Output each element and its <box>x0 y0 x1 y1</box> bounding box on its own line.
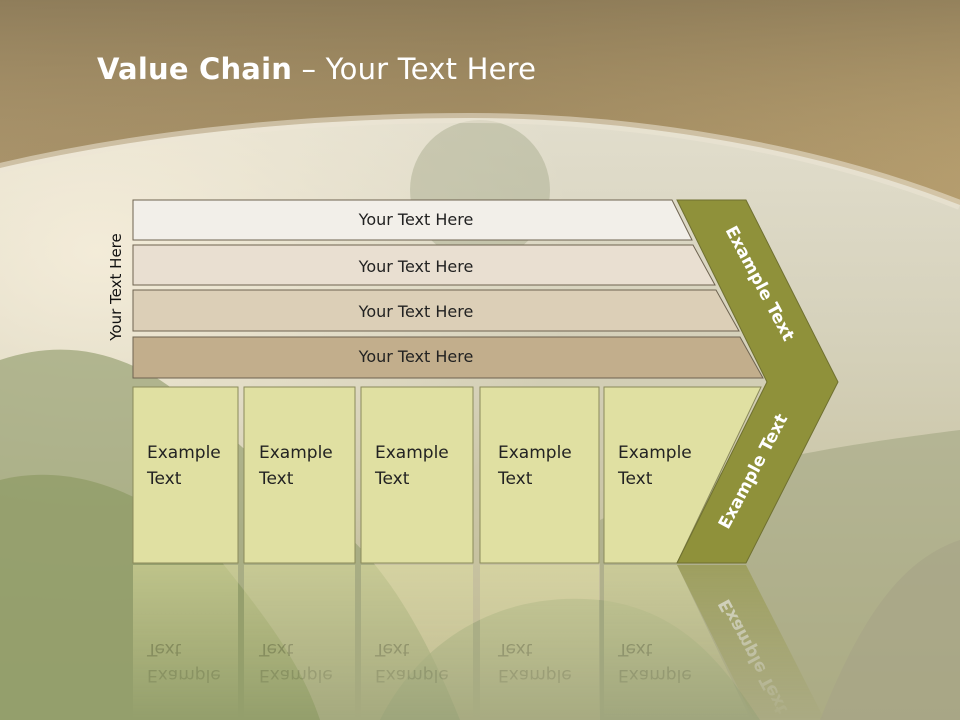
column-1-line2: Text <box>146 469 182 489</box>
row-1: Your Text Here <box>132 199 693 241</box>
reflection-box-1 <box>133 565 238 720</box>
column-5-line2: Text <box>617 469 653 489</box>
column-4-box <box>479 386 600 564</box>
row-4: Your Text Here <box>132 336 764 379</box>
row-2: Your Text Here <box>132 244 716 286</box>
column-3-box <box>360 386 474 564</box>
row-4-shape <box>132 336 764 379</box>
column-3-line2: Text <box>374 469 410 489</box>
reflection-col-5-line1: Example <box>618 665 692 685</box>
reflection-col-3-line1: Example <box>375 665 449 685</box>
column-2: Example Text <box>243 386 356 564</box>
reflection-box-3 <box>361 565 473 720</box>
row-3: Your Text Here <box>132 289 740 332</box>
column-2-box <box>243 386 356 564</box>
reflection-chevron <box>677 565 825 720</box>
title-bold: Value Chain <box>97 52 293 86</box>
reflection-col-1-line1: Example <box>147 665 221 685</box>
reflection-col-1-line2: Text <box>146 639 182 659</box>
chevron-shape <box>676 199 839 564</box>
column-1-box <box>132 386 239 564</box>
column-2-line1: Example <box>259 443 333 463</box>
row-2-label: Your Text Here <box>358 257 474 276</box>
column-4-line1: Example <box>498 443 572 463</box>
reflection-col-4-line1: Example <box>498 665 572 685</box>
column-3: Example Text <box>360 386 474 564</box>
row-3-label: Your Text Here <box>358 302 474 321</box>
slide-title: Value Chain – Your Text Here <box>97 52 536 86</box>
column-5: Example Text <box>603 386 762 564</box>
row-1-label: Your Text Here <box>358 210 474 229</box>
reflection-col-3-line2: Text <box>374 639 410 659</box>
row-3-shape <box>132 289 740 332</box>
reflection-box-5 <box>604 565 751 720</box>
column-4: Example Text <box>479 386 600 564</box>
primary-columns: Example Text Example Text Example Text E… <box>132 386 762 564</box>
column-4-line2: Text <box>497 469 533 489</box>
reflection-col-5-line2: Text <box>617 639 653 659</box>
column-5-line1: Example <box>618 443 692 463</box>
title-rest: – Your Text Here <box>292 52 537 86</box>
reflection-col-2-line1: Example <box>259 665 333 685</box>
reflection-box-4 <box>480 565 599 720</box>
column-1-line1: Example <box>147 443 221 463</box>
diagram-reflection: Example Text Example Text Example Text E… <box>133 565 825 720</box>
column-1: Example Text <box>132 386 239 564</box>
row-4-label: Your Text Here <box>358 347 474 366</box>
row-2-shape <box>132 244 716 286</box>
column-3-line1: Example <box>375 443 449 463</box>
reflection-col-2-line2: Text <box>258 639 294 659</box>
reflection-col-4-line2: Text <box>497 639 533 659</box>
row-1-shape <box>132 199 693 241</box>
column-2-line2: Text <box>258 469 294 489</box>
support-rows: Your Text Here Your Text Here Your Text … <box>132 199 764 379</box>
reflection-box-2 <box>244 565 355 720</box>
